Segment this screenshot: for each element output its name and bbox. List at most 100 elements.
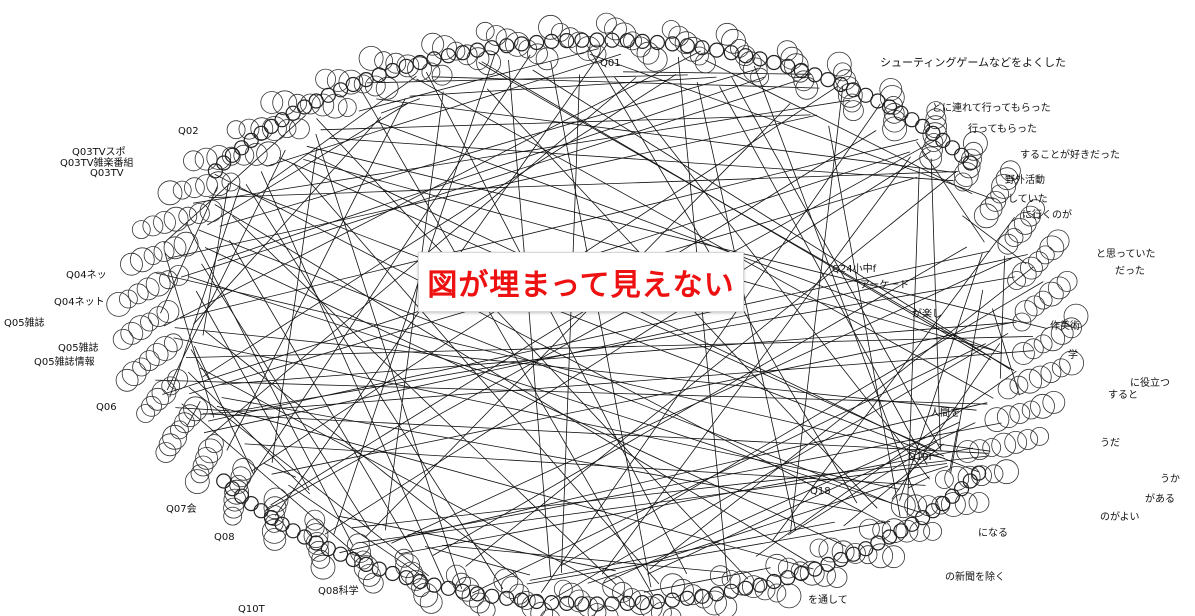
graph-node bbox=[421, 62, 441, 82]
graph-node bbox=[709, 586, 725, 602]
graph-node bbox=[904, 516, 920, 532]
node-label: が楽し bbox=[912, 307, 942, 320]
graph-node bbox=[530, 601, 554, 616]
graph-node bbox=[299, 93, 321, 115]
graph-node bbox=[1063, 303, 1089, 329]
graph-node bbox=[232, 457, 256, 481]
graph-edge bbox=[614, 76, 930, 480]
graph-node bbox=[1061, 317, 1082, 339]
graph-node bbox=[206, 171, 232, 197]
graph-node bbox=[1033, 290, 1053, 310]
graph-node bbox=[308, 535, 324, 551]
graph-node bbox=[358, 46, 384, 71]
graph-node bbox=[274, 516, 290, 532]
graph-node bbox=[925, 503, 941, 519]
graph-node bbox=[261, 116, 287, 141]
graph-node bbox=[944, 465, 970, 491]
graph-node bbox=[385, 52, 407, 74]
graph-node bbox=[163, 333, 183, 353]
graph-edge bbox=[351, 455, 990, 529]
graph-node bbox=[868, 543, 894, 569]
graph-node bbox=[628, 590, 654, 615]
graph-edge bbox=[207, 102, 410, 226]
node-label: していた bbox=[1008, 193, 1048, 205]
graph-edge bbox=[891, 343, 1001, 500]
graph-node bbox=[272, 90, 298, 116]
node-label: Q03TVスポ bbox=[72, 146, 126, 158]
graph-edge bbox=[409, 76, 717, 97]
graph-node bbox=[338, 69, 364, 95]
graph-node bbox=[694, 588, 710, 604]
graph-node bbox=[305, 518, 325, 538]
graph-node bbox=[528, 593, 545, 610]
graph-node bbox=[604, 596, 620, 612]
graph-node bbox=[831, 540, 855, 564]
graph-edge bbox=[315, 133, 463, 590]
graph-node bbox=[274, 112, 290, 128]
graph-node bbox=[238, 118, 260, 140]
graph-node bbox=[440, 48, 456, 64]
graph-node bbox=[475, 21, 495, 41]
graph-edge bbox=[204, 254, 1028, 434]
graph-edge bbox=[550, 61, 652, 588]
graph-edge bbox=[442, 545, 728, 573]
graph-node bbox=[587, 603, 607, 616]
graph-node bbox=[995, 167, 1019, 191]
graph-node bbox=[431, 64, 453, 86]
graph-edge bbox=[416, 78, 994, 399]
graph-edge bbox=[899, 253, 983, 502]
graph-edge bbox=[271, 321, 1015, 475]
graph-node bbox=[858, 87, 874, 103]
graph-node bbox=[883, 102, 905, 124]
graph-node bbox=[997, 233, 1019, 255]
graph-node bbox=[216, 473, 232, 489]
graph-node bbox=[935, 496, 951, 512]
graph-node bbox=[783, 53, 809, 79]
graph-node bbox=[859, 518, 880, 540]
graph-edge bbox=[365, 103, 791, 538]
graph-node bbox=[184, 469, 210, 495]
graph-node bbox=[216, 155, 232, 171]
graph-node bbox=[426, 577, 442, 593]
graph-node bbox=[513, 592, 530, 608]
graph-edge bbox=[266, 53, 622, 167]
graph-edge bbox=[324, 151, 931, 535]
graph-node bbox=[1030, 426, 1049, 446]
graph-edge bbox=[407, 422, 1002, 536]
graph-node bbox=[1050, 321, 1074, 345]
graph-node bbox=[120, 321, 144, 345]
graph-node bbox=[163, 206, 189, 232]
node-label: に役立つ bbox=[1130, 376, 1170, 389]
graph-node bbox=[1021, 400, 1041, 420]
graph-edge bbox=[828, 125, 901, 517]
graph-edge bbox=[181, 403, 363, 561]
graph-node bbox=[793, 62, 810, 79]
graph-node bbox=[204, 434, 224, 454]
graph-node bbox=[809, 538, 829, 558]
graph-node bbox=[752, 577, 768, 593]
graph-node bbox=[469, 586, 485, 602]
node-label: の新聞を除く bbox=[945, 570, 1005, 583]
graph-node bbox=[558, 582, 584, 608]
graph-node bbox=[141, 395, 162, 417]
graph-node bbox=[385, 565, 401, 582]
graph-edge bbox=[601, 156, 911, 575]
graph-node bbox=[956, 440, 980, 463]
graph-edge bbox=[175, 407, 230, 412]
graph-node bbox=[385, 62, 401, 79]
graph-node bbox=[997, 378, 1019, 400]
graph-node bbox=[807, 67, 823, 83]
node-label: と思っていた bbox=[1096, 248, 1156, 260]
graph-node bbox=[963, 130, 988, 156]
graph-edges bbox=[155, 42, 1048, 602]
graph-node bbox=[793, 565, 810, 582]
graph-node bbox=[944, 488, 961, 504]
graph-node bbox=[243, 132, 259, 148]
node-label: に行くのが bbox=[1022, 208, 1072, 221]
graph-node bbox=[602, 575, 626, 599]
graph-node bbox=[994, 459, 1019, 485]
graph-node bbox=[197, 438, 223, 464]
graph-node bbox=[1040, 362, 1062, 384]
graph-edge bbox=[204, 247, 847, 547]
graph-edge bbox=[292, 162, 660, 585]
